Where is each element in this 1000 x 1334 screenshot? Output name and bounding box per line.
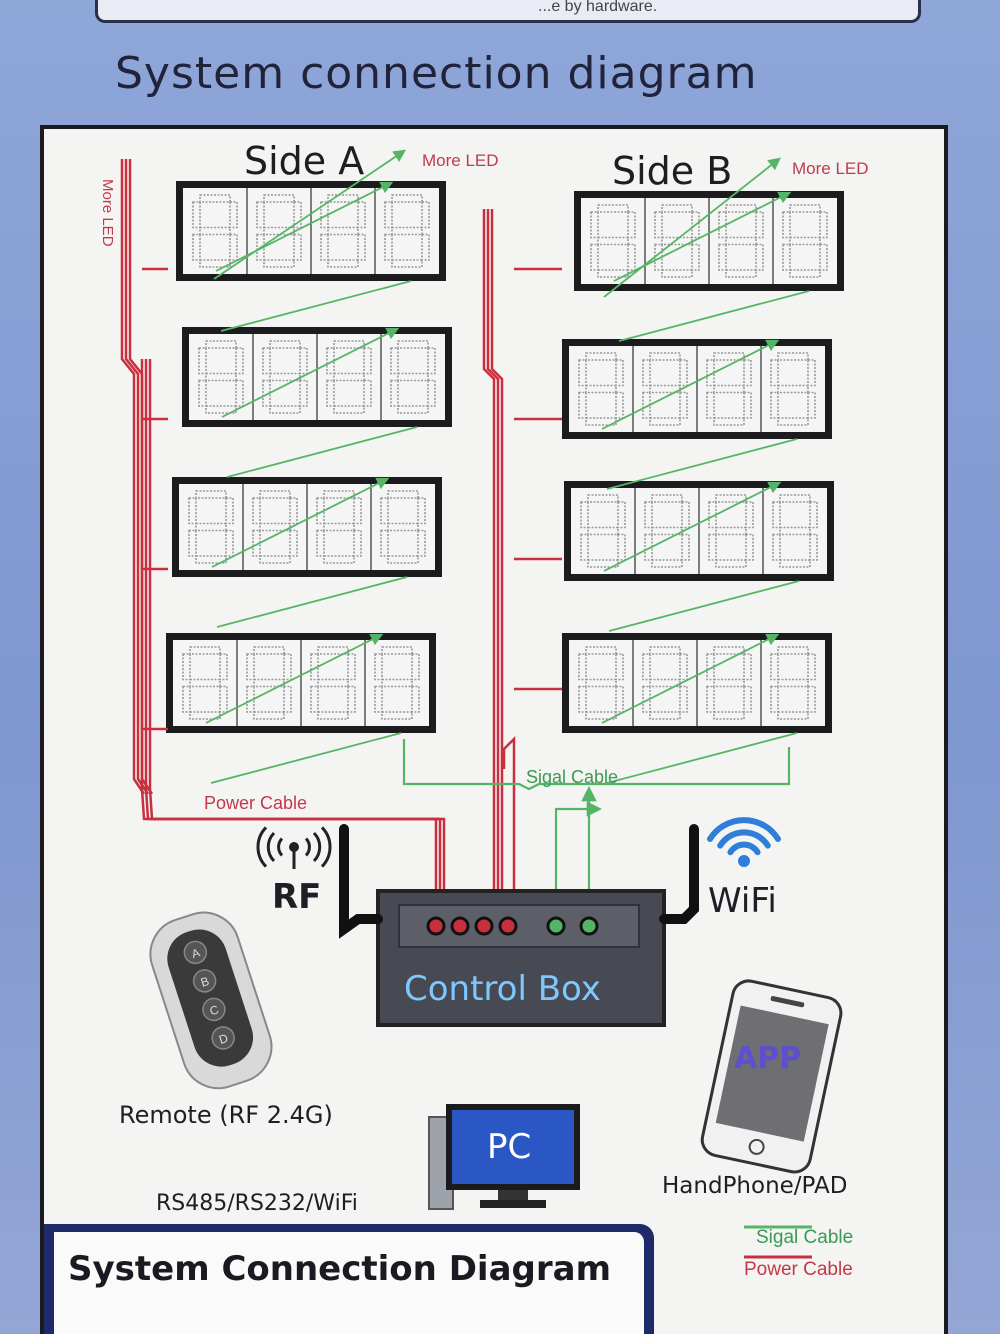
side-b-more-led-arrow	[603, 157, 781, 298]
side-b-display-1	[574, 191, 844, 291]
remote-button-c	[202, 997, 226, 1022]
rf-signal-icon	[256, 826, 332, 869]
control-box-label: Control Box	[404, 969, 601, 1009]
legend-power-label: Power Cable	[744, 1259, 853, 1280]
side-a-more-led-arrow	[213, 149, 407, 280]
top-fragment-text: ...e by hardware.	[538, 0, 658, 15]
side-b-display-4	[562, 633, 832, 733]
wifi-label: WiFi	[708, 881, 777, 921]
wifi-antenna	[659, 824, 699, 924]
signal-cable-label: Sigal Cable	[526, 767, 619, 787]
phone-icon	[700, 979, 843, 1174]
side-b-display-3	[564, 481, 834, 581]
left-more-led-label: More LED	[99, 179, 116, 247]
side-b-more-led: More LED	[792, 159, 869, 178]
remote-button-label: B	[199, 974, 211, 990]
legend-signal-label: Sigal Cable	[756, 1227, 854, 1248]
footer-title: System Connection Diagram	[68, 1249, 612, 1289]
rf-label: RF	[272, 877, 322, 917]
side-a-display-1	[176, 181, 446, 281]
side-a-title: Side A	[244, 139, 365, 183]
remote-button-a	[183, 940, 208, 965]
power-cable-label: Power Cable	[204, 793, 308, 813]
side-a-display-2	[182, 327, 452, 427]
power-bundle-center	[482, 209, 496, 924]
remote-button-d	[211, 1026, 235, 1050]
side-a-display-4	[166, 633, 436, 733]
app-label: APP	[734, 1041, 802, 1076]
page-title: System connection diagram	[115, 48, 758, 99]
footer-banner	[44, 1224, 654, 1334]
signal-route-a	[554, 801, 603, 914]
pc-label: PC	[487, 1127, 532, 1167]
side-b-title: Side B	[612, 149, 733, 193]
side-a-display-3	[172, 477, 442, 577]
pc-link-label: RS485/RS232/WiFi	[156, 1191, 358, 1216]
top-fragment-box: ...e by hardware.	[95, 0, 921, 23]
power-bundle-left	[120, 159, 146, 795]
control-box	[339, 824, 699, 1027]
side-a-more-led: More LED	[422, 151, 499, 170]
power-bundle-left-main	[140, 359, 438, 924]
side-b-display-2	[562, 339, 832, 439]
wifi-icon	[707, 817, 781, 867]
remote-button-b	[192, 969, 217, 993]
power-bundle-right	[502, 735, 516, 924]
remote-button-label: A	[190, 945, 202, 961]
signal-route-main	[402, 739, 791, 791]
phone-label: HandPhone/PAD	[662, 1173, 848, 1199]
rf-antenna	[339, 824, 383, 939]
remote-label: Remote (RF 2.4G)	[119, 1101, 333, 1129]
pc-icon	[428, 1104, 580, 1210]
